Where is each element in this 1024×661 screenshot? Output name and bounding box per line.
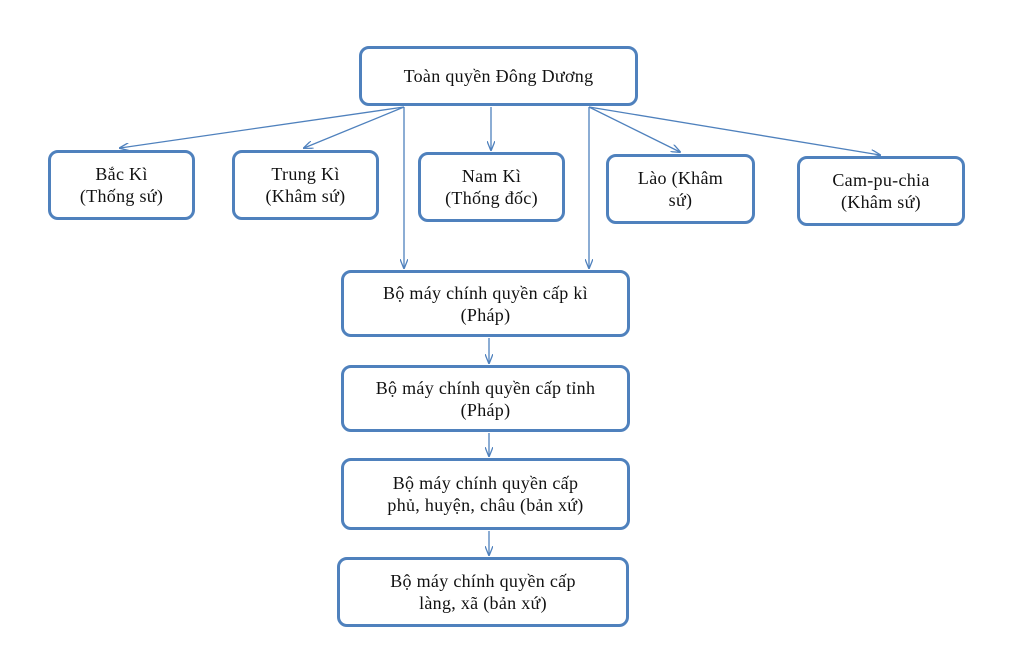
node-label: Bộ máy chính quyền cấp kì (Pháp): [383, 282, 588, 325]
node-label: Cam-pu-chia (Khâm sứ): [832, 170, 930, 212]
node-trung-ki: Trung Kì (Khâm sứ): [232, 150, 379, 220]
edge-root-bac-ki: [120, 106, 405, 148]
node-label: Nam Kì (Thống đốc): [445, 166, 538, 208]
node-chinh-quyen-cap-lang-xa: Bộ máy chính quyền cấp làng, xã (bản xứ): [337, 557, 629, 627]
node-label: Toàn quyền Đông Dương: [403, 66, 594, 86]
node-nam-ki: Nam Kì (Thống đốc): [418, 152, 565, 222]
node-cam-pu-chia: Cam-pu-chia (Khâm sứ): [797, 156, 965, 226]
node-chinh-quyen-cap-ki: Bộ máy chính quyền cấp kì (Pháp): [341, 270, 630, 337]
node-toan-quyen-dong-duong: Toàn quyền Đông Dương: [359, 46, 638, 106]
edge-root-trung-ki: [304, 106, 405, 148]
node-chinh-quyen-cap-phu-huyen-chau: Bộ máy chính quyền cấp phủ, huyện, châu …: [341, 458, 630, 530]
node-label: Bộ máy chính quyền cấp làng, xã (bản xứ): [390, 571, 576, 613]
node-lao: Lào (Khâm sứ): [606, 154, 755, 224]
edge-root-lao: [588, 106, 680, 152]
node-label: Bắc Kì (Thống sứ): [79, 164, 164, 206]
node-label: Bộ máy chính quyền cấp tỉnh (Pháp): [375, 377, 596, 420]
edge-root-campuchia: [588, 106, 880, 155]
node-label: Trung Kì (Khâm sứ): [265, 164, 346, 206]
node-chinh-quyen-cap-tinh: Bộ máy chính quyền cấp tỉnh (Pháp): [341, 365, 630, 432]
node-label: Bộ máy chính quyền cấp phủ, huyện, châu …: [387, 473, 584, 515]
node-bac-ki: Bắc Kì (Thống sứ): [48, 150, 195, 220]
node-label: Lào (Khâm sứ): [637, 168, 724, 210]
